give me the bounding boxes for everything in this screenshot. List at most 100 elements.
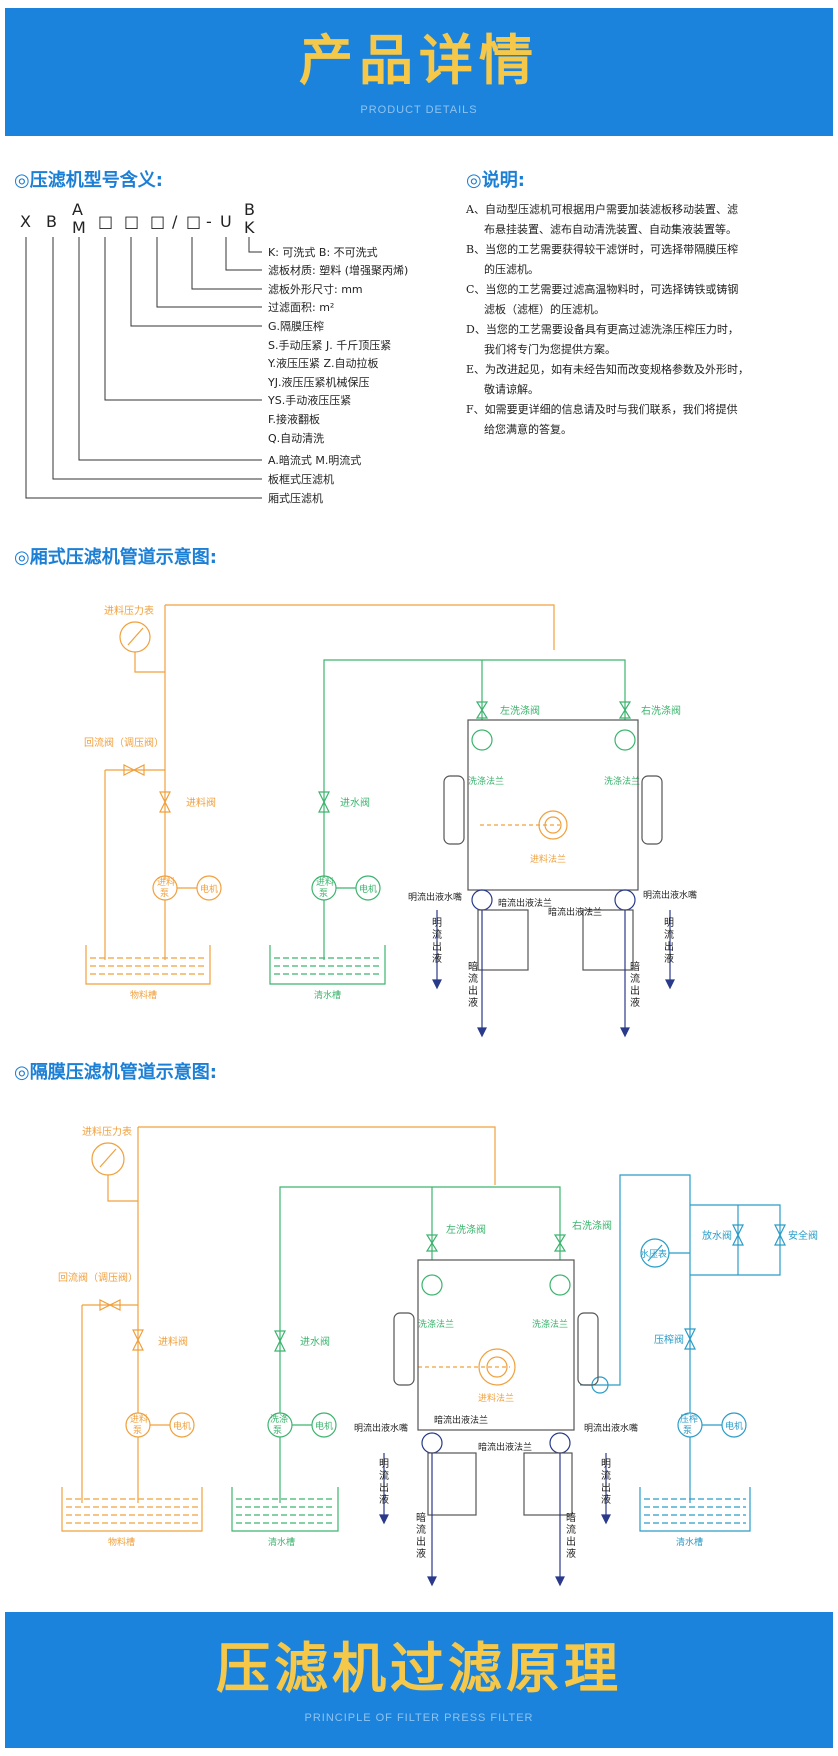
note-text-cont: 布悬挂装置、滤布自动清洗装置、自动集液装置等。 xyxy=(484,223,737,236)
label-feed-valve: 进料阀 xyxy=(186,796,216,809)
label-hidden-outlet: 出 xyxy=(416,1535,426,1548)
label-feed-flange: 进料法兰 xyxy=(530,853,566,865)
note-text-cont: 的压滤机。 xyxy=(484,263,539,276)
label-clear-tank: 清水槽 xyxy=(676,1536,703,1548)
label-hidden-outlet: 暗 xyxy=(566,1511,576,1524)
label-open-outlet: 液 xyxy=(432,952,442,965)
label-drain-valve: 放水阀 xyxy=(702,1229,732,1242)
label-motor: 电机 xyxy=(173,1420,191,1432)
label-press-valve: 压榨阀 xyxy=(654,1333,684,1346)
label-open-outlet: 明 xyxy=(379,1458,389,1470)
banner-subtitle: PRODUCT DETAILS xyxy=(360,104,478,116)
note-letter: F、 xyxy=(466,403,485,416)
model-item: 滤板材质: 塑料 (增强聚丙烯) xyxy=(268,263,408,277)
label-wash-pump: 洗涤 xyxy=(270,1413,288,1425)
label-hidden-outlet: 流 xyxy=(566,1523,576,1536)
bottom-banner: 压滤机过滤原理 PRINCIPLE OF FILTER PRESS FILTER xyxy=(5,1612,833,1748)
label-open-outlet: 出 xyxy=(601,1481,611,1494)
label-feed-pump: 泵 xyxy=(160,888,169,899)
label-hidden-outlet: 暗 xyxy=(630,960,640,973)
label-hidden-outlet: 液 xyxy=(630,996,640,1009)
model-heading: ◎压滤机型号含义: xyxy=(14,170,163,191)
label-hidden-outlet: 流 xyxy=(468,972,478,985)
label-open-spout: 明流出液水嘴 xyxy=(354,1422,408,1434)
label-open-outlet: 流 xyxy=(664,928,674,941)
label-open-outlet: 流 xyxy=(379,1469,389,1482)
notes-heading: ◎说明: xyxy=(466,170,525,191)
code-char: B xyxy=(244,200,255,219)
model-item: 厢式压滤机 xyxy=(268,491,323,505)
code-char: □ xyxy=(124,212,139,231)
model-item: A.暗流式 M.明流式 xyxy=(268,453,361,467)
note-item: C、当您的工艺需要过滤高温物料时，可选择铸铁或铸钢滤板（滤框）的压滤机。 xyxy=(466,280,796,320)
note-letter: E、 xyxy=(466,363,486,376)
note-letter: D、 xyxy=(466,323,486,336)
label-wash-flange: 洗涤法兰 xyxy=(468,775,504,787)
label-material-tank: 物料槽 xyxy=(108,1536,135,1548)
notes-list: A、自动型压滤机可根据用户需要加装滤板移动装置、滤布悬挂装置、滤布自动清洗装置、… xyxy=(466,200,796,440)
note-text: 为改进起见，如有未经告知而改变规格参数及外形时， xyxy=(485,363,750,376)
label-motor: 电机 xyxy=(725,1420,743,1432)
label-wash-pump: 进料 xyxy=(316,876,334,888)
code-char: A xyxy=(72,200,83,219)
label-open-spout: 明流出液水嘴 xyxy=(408,891,462,903)
model-item: G.隔膜压榨 xyxy=(268,319,324,333)
code-char: □ xyxy=(98,212,113,231)
note-item: A、自动型压滤机可根据用户需要加装滤板移动装置、滤布悬挂装置、滤布自动清洗装置、… xyxy=(466,200,796,240)
top-banner: 产品详情 PRODUCT DETAILS xyxy=(5,8,833,136)
label-feed-pump: 泵 xyxy=(133,1425,142,1436)
label-open-outlet: 液 xyxy=(664,952,674,965)
label-hidden-outlet: 液 xyxy=(468,996,478,1009)
label-wash-pump: 泵 xyxy=(319,888,328,899)
label-return-valve: 回流阀（调压阀） xyxy=(84,736,164,749)
code-char: - xyxy=(206,212,212,231)
label-hidden-flange: 暗流出液法兰 xyxy=(498,897,552,909)
label-clear-tank: 清水槽 xyxy=(268,1536,295,1548)
label-open-spout: 明流出液水嘴 xyxy=(584,1422,638,1434)
label-water-valve: 进水阀 xyxy=(340,796,370,809)
label-return-valve: 回流阀（调压阀） xyxy=(58,1271,138,1284)
code-char: □ xyxy=(186,212,201,231)
code-char: □ xyxy=(150,212,165,231)
label-open-outlet: 明 xyxy=(664,917,674,929)
model-item: Y.液压压紧 Z.自动拉板 xyxy=(267,356,379,370)
model-item: 滤板外形尺寸: mm xyxy=(268,282,363,296)
note-letter: C、 xyxy=(466,283,486,296)
membrane-piping-diagram: 进料压力表 回流阀（调压阀） 进料阀 进料 泵 电机 物料槽 进料法兰 进水阀 … xyxy=(58,1125,818,1587)
label-feed-flange: 进料法兰 xyxy=(478,1392,514,1404)
label-press-pump: 泵 xyxy=(683,1425,692,1436)
note-text-cont: 给您满意的答复。 xyxy=(484,423,572,436)
membrane-heading: ◎隔膜压滤机管道示意图: xyxy=(14,1062,217,1083)
model-code-diagram: X B A M □ □ □ / □ - U B K K: 可洗式 B: 不可洗式… xyxy=(20,200,408,505)
note-item: B、当您的工艺需要获得较干滤饼时，可选择带隔膜压榨的压滤机。 xyxy=(466,240,796,280)
note-letter: B、 xyxy=(466,243,486,256)
label-right-wash-valve: 右洗涤阀 xyxy=(572,1219,612,1232)
model-item: YS.手动液压压紧 xyxy=(267,393,351,407)
model-item: K: 可洗式 B: 不可洗式 xyxy=(268,246,378,259)
label-open-outlet: 出 xyxy=(664,940,674,953)
model-item: S.手动压紧 J. 千斤顶压紧 xyxy=(268,338,391,352)
label-feed-pump: 进料 xyxy=(157,876,175,888)
label-left-wash-valve: 左洗涤阀 xyxy=(500,704,540,717)
label-open-outlet: 明 xyxy=(432,917,442,929)
label-hidden-flange: 暗流出液法兰 xyxy=(478,1441,532,1453)
label-hidden-outlet: 流 xyxy=(416,1523,426,1536)
label-open-outlet: 液 xyxy=(601,1493,611,1506)
label-open-outlet: 明 xyxy=(601,1458,611,1470)
note-letter: A、 xyxy=(466,203,485,216)
model-item: Q.自动清洗 xyxy=(268,432,324,445)
model-item: F.接液翻板 xyxy=(268,412,320,426)
label-hidden-outlet: 暗 xyxy=(416,1511,426,1524)
label-hidden-outlet: 出 xyxy=(566,1535,576,1548)
label-hidden-outlet: 流 xyxy=(630,972,640,985)
chamber-heading: ◎厢式压滤机管道示意图: xyxy=(14,547,217,568)
model-item: 过滤面积: m² xyxy=(268,301,334,314)
label-hidden-flange: 暗流出液法兰 xyxy=(434,1414,488,1426)
label-clear-tank: 清水槽 xyxy=(314,989,341,1001)
code-char: K xyxy=(244,218,255,237)
label-hidden-flange: 暗流出液法兰 xyxy=(548,906,602,918)
chamber-piping-diagram: 进料压力表 回流阀（调压阀） 进料阀 进料 泵 电机 物料槽 进料法兰 进水阀 … xyxy=(84,604,697,1038)
label-open-outlet: 流 xyxy=(601,1469,611,1482)
note-text: 当您的工艺需要获得较干滤饼时，可选择带隔膜压榨 xyxy=(485,243,739,256)
label-press-pump: 压榨 xyxy=(680,1413,698,1425)
